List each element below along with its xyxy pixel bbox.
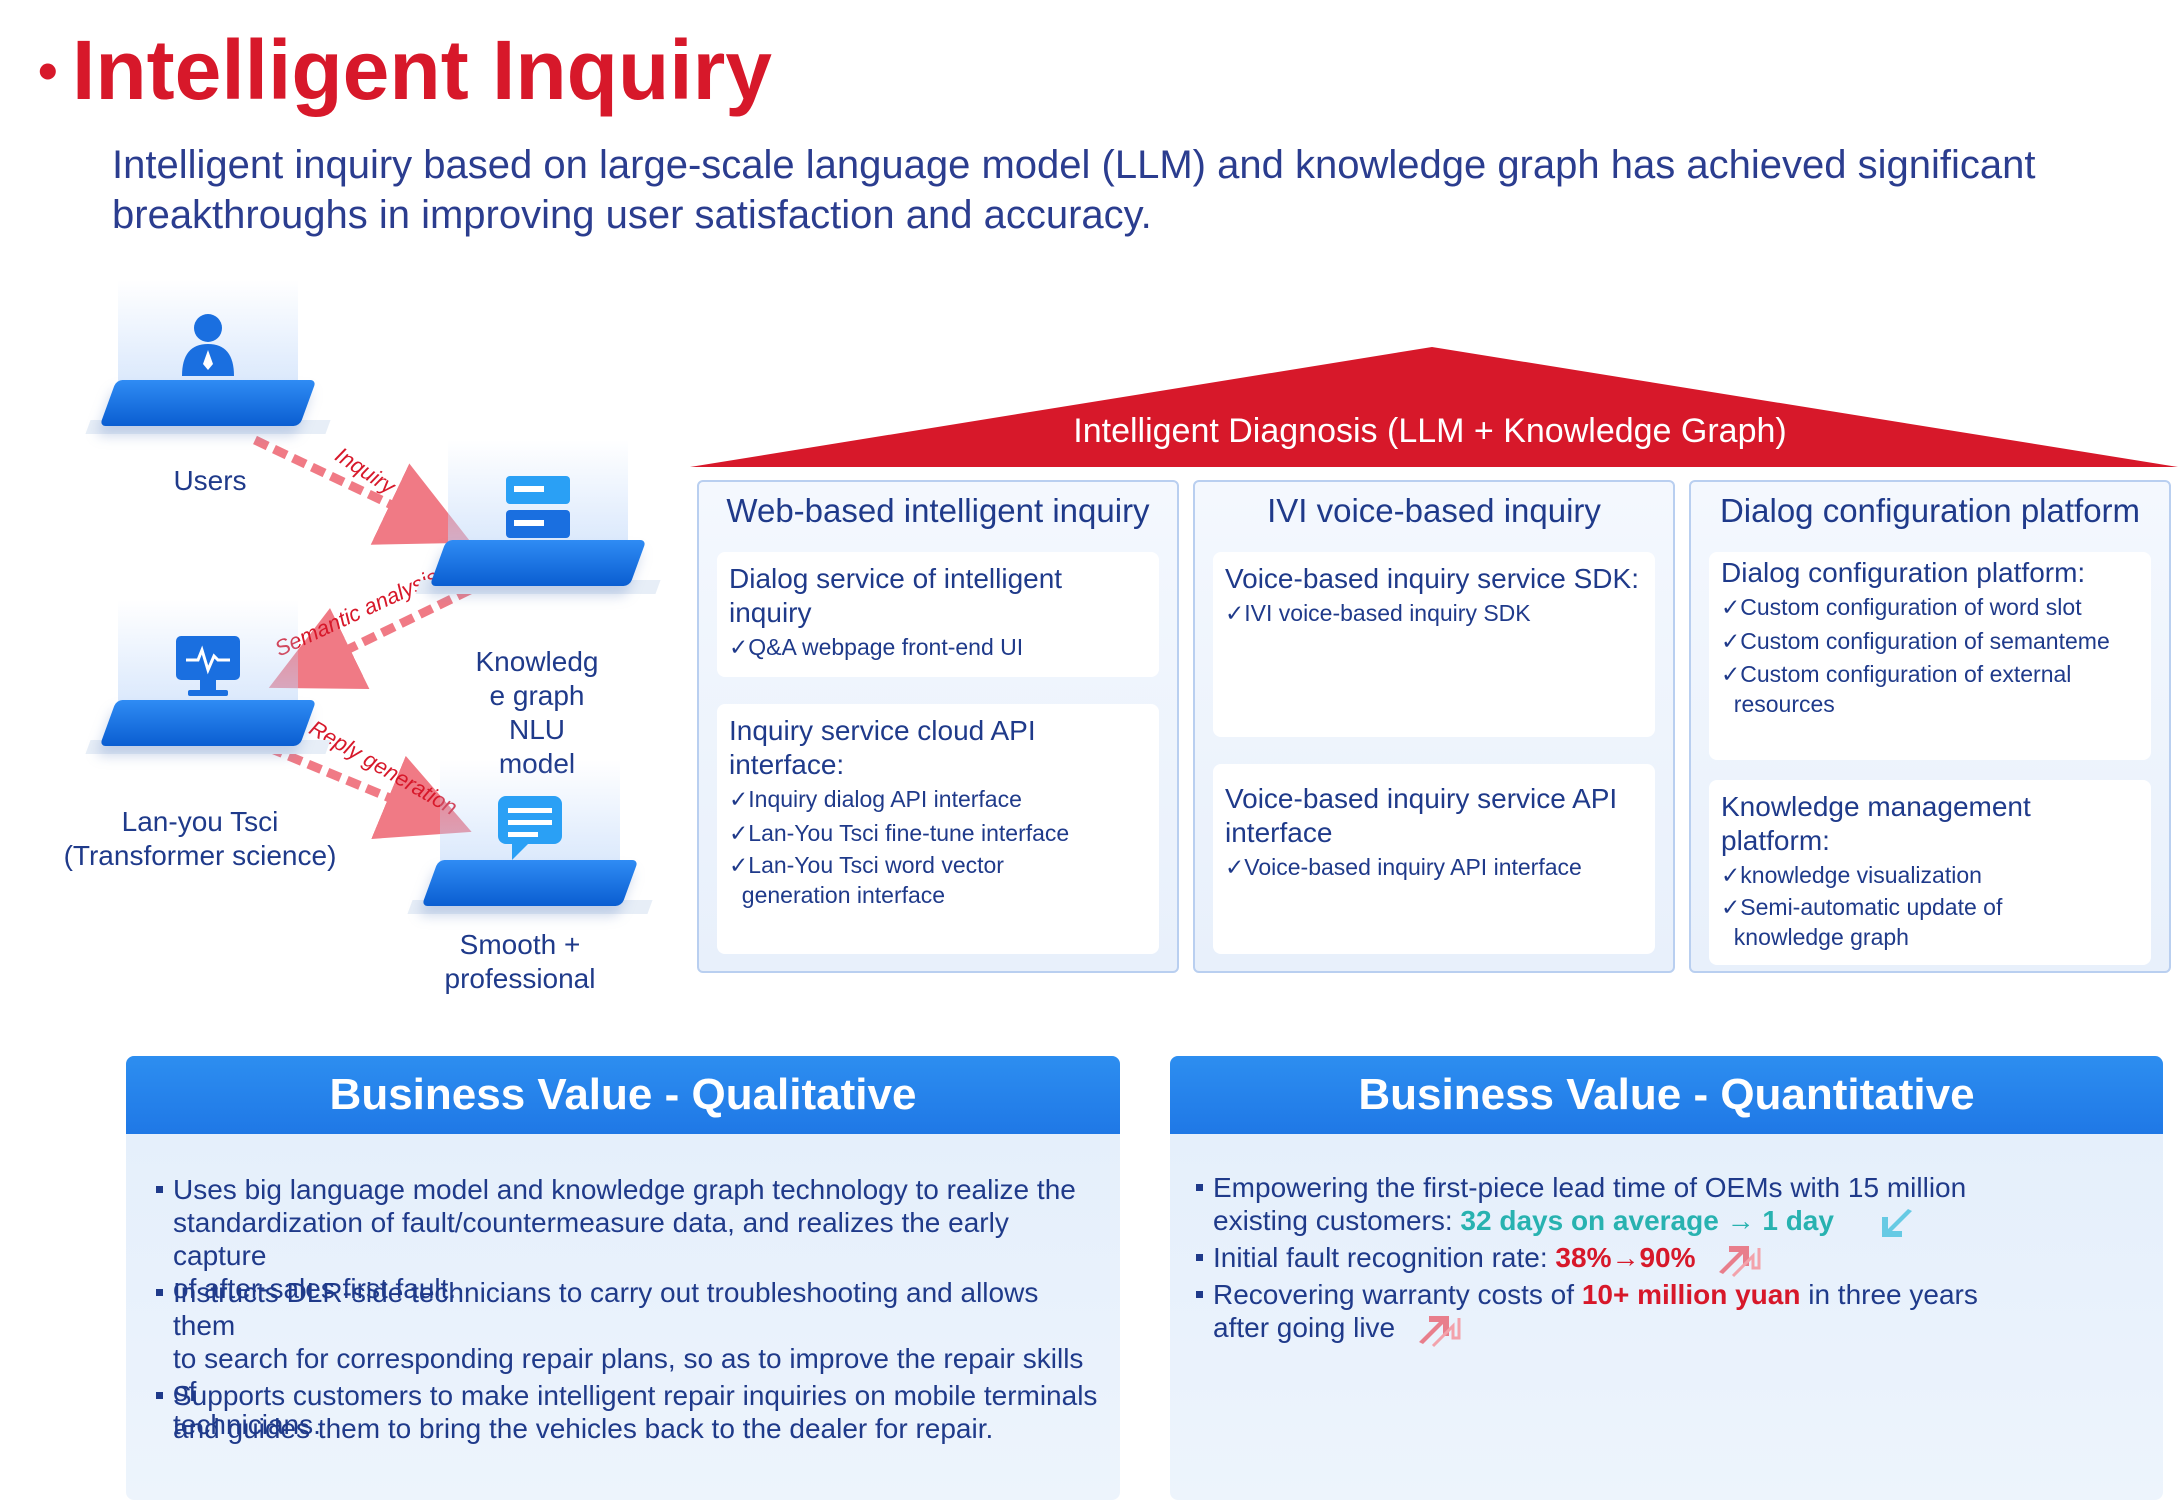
card-item: ✓Inquiry dialog API interface — [729, 786, 1022, 812]
user-icon — [182, 314, 234, 376]
card-voice-api: Voice-based inquiry service API interfac… — [1213, 764, 1655, 954]
increase-arrow-icon — [1418, 1315, 1461, 1347]
card-heading: interface — [1225, 817, 1333, 848]
chat-icon — [498, 796, 562, 860]
card-heading: Voice-based inquiry service API — [1225, 783, 1618, 814]
qualitative-title: Business Value - Qualitative — [126, 1056, 1120, 1134]
card-item: ✓Custom configuration of semanteme — [1721, 628, 2110, 654]
bullet-line: and guides them to bring the vehicles ba… — [173, 1413, 994, 1444]
bullet-line: Uses big language model and knowledge gr… — [173, 1174, 1076, 1205]
kg-label-line: Knowledg — [475, 646, 599, 677]
kg-label-line: NLU — [508, 714, 565, 745]
smooth-label-line: Smooth + — [459, 929, 581, 960]
bullet-text: existing customers: — [1213, 1205, 1461, 1236]
lanyou-label-line: Lan-you Tsci — [121, 806, 279, 837]
card-item: knowledge graph — [1721, 924, 1909, 950]
smooth-label: Smooth + professional — [420, 928, 620, 996]
column-title: Dialog configuration platform — [1719, 492, 2141, 529]
bullet-line: Empowering the first-piece lead time of … — [1213, 1172, 1967, 1203]
smooth-label-line: professional — [444, 963, 596, 994]
bullet-text: Recovering warranty costs of — [1213, 1279, 1582, 1310]
lanyou-label-line: (Transformer science) — [63, 840, 337, 871]
bullet-line: Recovering warranty costs of 10+ million… — [1213, 1278, 2143, 1311]
bullet-line: Supports customers to make intelligent r… — [173, 1380, 1098, 1411]
monitor-icon — [176, 636, 240, 696]
page-title: Intelligent Inquiry — [72, 23, 773, 117]
bullet-line: standardization of fault/countermeasure … — [173, 1207, 1009, 1271]
roof — [690, 347, 2178, 467]
card-heading: Voice-based inquiry service SDK: — [1225, 563, 1639, 594]
card-item: ✓Semi-automatic update of — [1721, 894, 2003, 920]
bullet-line: Initial fault recognition rate: 38%→90% — [1213, 1241, 2143, 1278]
kg-label-line: e graph — [489, 680, 585, 711]
lead-time-highlight: 32 days on average → 1 day — [1460, 1205, 1834, 1236]
bullet-line: Instructs DLR-side technicians to carry … — [173, 1277, 1039, 1341]
card-heading: platform: — [1721, 825, 1830, 856]
card-item: ✓knowledge visualization — [1721, 862, 1982, 888]
lanyou-label: Lan-you Tsci (Transformer science) — [40, 805, 360, 873]
column-title: IVI voice-based inquiry — [1267, 492, 1601, 529]
knowledge-graph-node — [415, 430, 661, 670]
quantitative-bullet: Empowering the first-piece lead time of … — [1196, 1171, 2143, 1241]
qualitative-bullet: Instructs DLR-side technicians to carry … — [156, 1276, 1103, 1441]
bullet-line: existing customers: 32 days on average →… — [1213, 1204, 2143, 1241]
card-item: resources — [1721, 691, 1835, 717]
bullet-line: of after-sales first fault. — [173, 1273, 457, 1304]
card-item: ✓Custom configuration of word slot — [1721, 594, 2082, 620]
card-heading: Inquiry service cloud API — [729, 715, 1036, 746]
inquiry-arrow — [253, 435, 472, 545]
qualitative-bullet: Uses big language model and knowledge gr… — [156, 1173, 1103, 1305]
card-item: ✓Q&A webpage front-end UI — [729, 634, 1024, 660]
bullet-line: after going live — [1213, 1311, 2143, 1348]
bullet-line: technicians. — [173, 1409, 321, 1440]
decrease-arrow-icon — [1881, 1208, 1912, 1237]
server-icon — [506, 476, 570, 538]
card-heading: Dialog service of intelligent — [729, 563, 1063, 594]
quantitative-title: Business Value - Quantitative — [1170, 1056, 2163, 1134]
bullet-text: after going live — [1213, 1312, 1396, 1343]
card-knowledge-mgmt: Knowledge management platform: ✓knowledg… — [1709, 780, 2151, 965]
smooth-node — [407, 750, 653, 990]
card-dialog-service: Dialog service of intelligent inquiry ✓Q… — [717, 552, 1159, 677]
card-cloud-api: Inquiry service cloud API interface: ✓In… — [717, 704, 1159, 954]
column-ivi-voice: IVI voice-based inquiry Voice-based inqu… — [1193, 480, 1675, 973]
card-item: generation interface — [729, 882, 946, 908]
column-title: Web-based intelligent inquiry — [726, 492, 1150, 529]
card-item: ✓IVI voice-based inquiry SDK — [1225, 600, 1531, 626]
quantitative-panel: Business Value - Quantitative Empowering… — [1170, 1056, 2163, 1500]
recognition-rate-highlight: 38%→90% — [1555, 1242, 1696, 1273]
card-dialog-config: Dialog configuration platform: ✓Custom c… — [1709, 552, 2151, 760]
roof-title: Intelligent Diagnosis (LLM + Knowledge G… — [1073, 412, 1787, 450]
page-subtitle: Intelligent inquiry based on large-scale… — [112, 143, 2036, 237]
quantitative-bullet: Initial fault recognition rate: 38%→90% — [1196, 1241, 2143, 1278]
qualitative-bullet: Supports customers to make intelligent r… — [156, 1379, 1103, 1445]
semantic-arrow — [268, 585, 472, 689]
bullet-line: to search for corresponding repair plans… — [173, 1343, 1084, 1407]
card-voice-sdk: Voice-based inquiry service SDK: ✓IVI vo… — [1213, 552, 1655, 737]
card-heading: inquiry — [729, 597, 812, 628]
card-heading: Knowledge management — [1721, 791, 2031, 822]
column-dialog-config: Dialog configuration platform Dialog con… — [1689, 480, 2171, 973]
title-bullet: • — [38, 39, 58, 102]
reply-arrow — [248, 735, 472, 839]
card-heading: Dialog configuration platform: — [1721, 557, 2086, 588]
flow-arrows — [248, 435, 472, 839]
card-item: ✓Custom configuration of external — [1721, 661, 2072, 687]
bullet-text: in three years — [1800, 1279, 1978, 1310]
card-item: ✓Lan-You Tsci word vector — [729, 852, 1004, 878]
users-node — [85, 270, 331, 510]
card-item: ✓Voice-based inquiry API interface — [1225, 854, 1582, 880]
lanyou-node — [85, 590, 331, 830]
card-item: ✓Lan-You Tsci fine-tune interface — [729, 820, 1070, 846]
card-heading: interface: — [729, 749, 845, 780]
column-web-inquiry: Web-based intelligent inquiry Dialog ser… — [697, 480, 1179, 973]
quantitative-bullet: Recovering warranty costs of 10+ million… — [1196, 1278, 2143, 1348]
qualitative-panel: Business Value - Qualitative Uses big la… — [126, 1056, 1120, 1500]
users-label: Users — [173, 465, 247, 496]
warranty-highlight: 10+ million yuan — [1581, 1279, 1801, 1310]
increase-arrow-icon — [1719, 1245, 1761, 1277]
bullet-text: Initial fault recognition rate: — [1213, 1242, 1556, 1273]
